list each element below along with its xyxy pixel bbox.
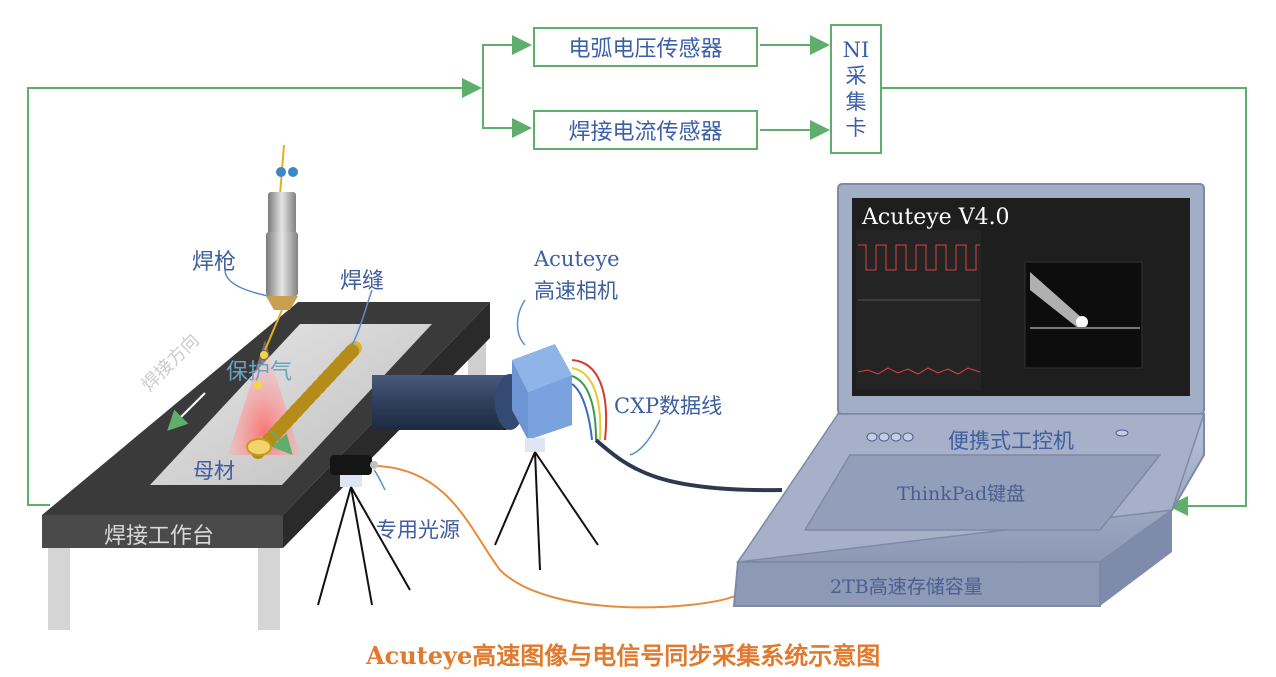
seam-label: 焊缝 [340,269,385,294]
daq-label-2: 采 [845,64,867,88]
signal-lines [27,35,1247,516]
shield-gas-label: 保护气 [226,360,293,385]
daq-label-3: 集 [845,90,867,114]
base-metal-label: 母材 [193,459,235,483]
light-source [317,455,736,609]
cxp-cables [571,359,783,493]
workbench-label: 焊接工作台 [104,524,215,549]
software-title: Acuteye V4.0 [862,205,1010,230]
torch-label: 焊枪 [192,250,237,275]
leader-lines [224,269,661,491]
voltage-sensor-label: 电弧电压传感器 [568,37,723,62]
light-source-label: 专用光源 [376,518,460,542]
ipc-label: 便携式工控机 [948,429,1074,453]
daq-label-4: 卡 [845,116,867,140]
laptop [732,183,1206,607]
daq-label-1: NI [842,38,870,62]
keyboard-label: ThinkPad键盘 [897,483,1026,505]
welding-torch [254,144,298,389]
voltage-sensor-box: 电弧电压传感器 [533,27,758,67]
direction-arrow [167,392,206,431]
cxp-label: CXP数据线 [614,394,723,418]
high-speed-camera [372,344,599,571]
camera-label-line1: Acuteye [534,247,620,271]
current-sensor-label: 焊接电流传感器 [568,120,723,145]
diagram-caption: Acuteye高速图像与电信号同步采集系统示意图 [366,641,881,670]
daq-card-box: NI 采 集 卡 [830,24,882,154]
current-sensor-box: 焊接电流传感器 [533,110,758,150]
camera-label-line2: 高速相机 [534,279,618,303]
storage-label: 2TB高速存储容量 [830,576,983,598]
